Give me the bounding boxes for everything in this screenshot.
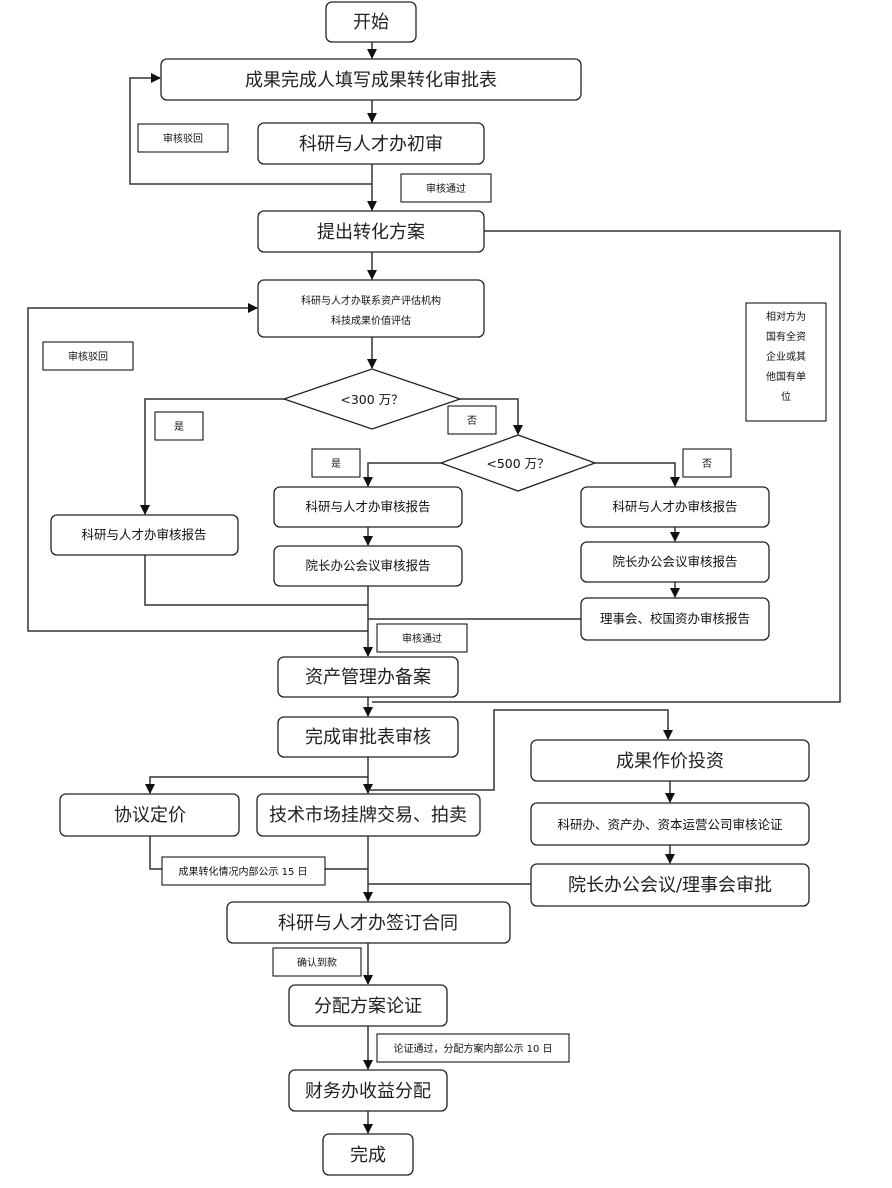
equity-review-node: 科研办、资产办、资本运营公司审核论证 [530,802,810,846]
side-note-line: 国有全资 [766,330,806,343]
asset-filing-label: 资产管理办备案 [305,667,431,688]
pass-2-text: 审核通过 [402,632,442,645]
decision-500: <500 万？ [439,434,597,492]
right-board-node: 理事会、校国资办审核报告 [580,597,770,641]
negotiated-price-node: 协议定价 [59,793,240,837]
initial-review-label: 科研与人才办初审 [299,134,443,155]
start-node: 开始 [325,1,417,43]
propose-plan-label: 提出转化方案 [317,222,425,243]
no-2-text: 否 [702,458,712,470]
side-note-line: 企业或其 [766,350,806,363]
edge-label-reject-1: 审核驳回 [137,123,229,153]
edge-label-yes-1: 是 [154,411,204,441]
end-label: 完成 [350,1145,386,1166]
equity-approval-label: 院长办公会议/理事会审批 [568,875,772,896]
asset-filing-node: 资产管理办备案 [277,656,459,698]
no-1-text: 否 [467,415,477,427]
publicity-15-text: 成果转化情况内部公示 15 日 [178,865,307,878]
yes-1-text: 是 [174,421,184,433]
decision-300-label: <300 万？ [340,392,403,407]
right-president-label: 院长办公会议审核报告 [612,554,737,569]
initial-review-node: 科研与人才办初审 [257,122,485,165]
finance-distribution-label: 财务办收益分配 [305,1081,431,1102]
mid-review-node: 科研与人才办审核报告 [273,486,463,528]
edge-label-pass-2: 审核通过 [376,623,468,653]
edge-label-no-2: 否 [682,448,732,478]
right-board-label: 理事会、校国资办审核报告 [600,611,750,626]
edge-label-publicity-15: 成果转化情况内部公示 15 日 [161,856,326,886]
fill-form-label: 成果完成人填写成果转化审批表 [245,70,497,91]
pass-1-text: 审核通过 [426,182,466,195]
propose-plan-node: 提出转化方案 [257,210,485,253]
connectors [27,42,841,1134]
complete-form-review-label: 完成审批表审核 [305,727,431,748]
decision-500-label: <500 万？ [486,456,549,471]
market-listing-node: 技术市场挂牌交易、拍卖 [256,793,481,837]
right-president-node: 院长办公会议审核报告 [580,541,770,583]
sign-contract-label: 科研与人才办签订合同 [278,913,458,934]
edge-label-reject-2: 审核驳回 [42,341,134,371]
distribution-plan-label: 分配方案论证 [314,996,422,1017]
evaluation-label-1: 科研与人才办联系资产评估机构 [301,294,441,307]
side-note-line: 位 [781,390,791,403]
mid-president-label: 院长办公会议审核报告 [305,558,430,573]
equity-investment-node: 成果作价投资 [530,739,810,782]
side-note-line: 他国有单 [766,370,806,383]
mid-president-node: 院长办公会议审核报告 [273,545,463,587]
edge-label-confirm-payment: 确认到款 [272,947,362,977]
edge-label-pass-1: 审核通过 [400,173,492,203]
left-review-node: 科研与人才办审核报告 [50,514,239,556]
edge-label-publicity-10: 论证通过，分配方案内部公示 10 日 [376,1033,570,1063]
evaluation-node: 科研与人才办联系资产评估机构 科技成果价值评估 [257,279,485,338]
confirm-payment-text: 确认到款 [297,956,337,969]
left-review-label: 科研与人才办审核报告 [81,527,206,542]
reject-2-text: 审核驳回 [68,350,108,363]
end-node: 完成 [322,1133,414,1176]
equity-review-label: 科研办、资产办、资本运营公司审核论证 [557,817,783,832]
yes-2-text: 是 [331,458,341,470]
finance-distribution-node: 财务办收益分配 [288,1069,448,1112]
negotiated-price-label: 协议定价 [114,805,186,826]
sign-contract-node: 科研与人才办签订合同 [226,901,511,944]
edge-label-yes-2: 是 [311,448,361,478]
side-note-line: 相对方为 [766,310,806,323]
mid-review-label: 科研与人才办审核报告 [305,499,430,514]
equity-approval-node: 院长办公会议/理事会审批 [530,863,810,907]
decision-300: <300 万？ [281,368,463,430]
distribution-plan-node: 分配方案论证 [288,984,448,1027]
right-review-node: 科研与人才办审核报告 [580,486,770,528]
reject-1-text: 审核驳回 [163,132,203,145]
equity-investment-label: 成果作价投资 [616,751,724,772]
right-review-label: 科研与人才办审核报告 [612,499,737,514]
publicity-10-text: 论证通过，分配方案内部公示 10 日 [393,1042,552,1055]
market-listing-label: 技术市场挂牌交易、拍卖 [269,805,467,826]
start-label: 开始 [353,12,389,33]
fill-form-node: 成果完成人填写成果转化审批表 [160,58,582,101]
evaluation-label-2: 科技成果价值评估 [331,314,411,327]
complete-form-review-node: 完成审批表审核 [277,716,459,758]
edge-label-no-1: 否 [447,405,497,435]
side-note: 相对方为 国有全资 企业或其 他国有单 位 [745,302,827,422]
